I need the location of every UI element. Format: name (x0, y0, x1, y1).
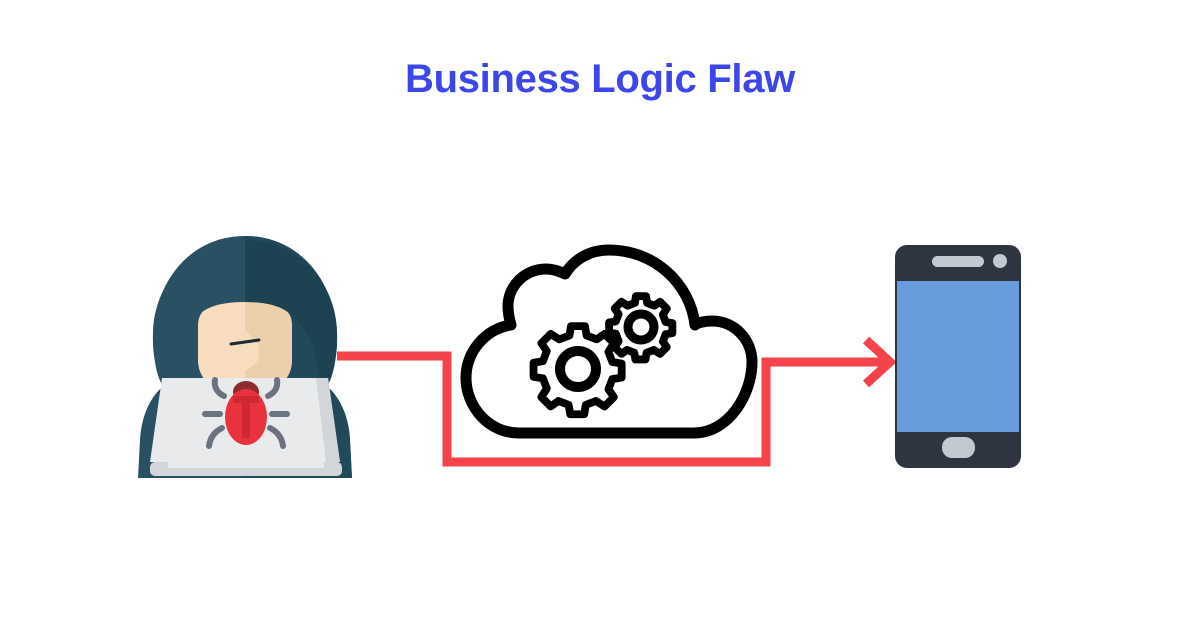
page-title: Business Logic Flaw (405, 57, 795, 101)
laptop-hinge (168, 462, 324, 468)
cloud-to-device-connector (447, 336, 897, 467)
gear-hole-small (623, 309, 659, 345)
gear-teeth-large (529, 322, 626, 419)
hacker-with-laptop (138, 236, 352, 478)
gear-icon-small (605, 292, 677, 364)
connector-path-left (337, 351, 470, 467)
face-shadow (245, 300, 292, 396)
gear-icon-large (529, 322, 626, 419)
bug-legs (202, 377, 290, 449)
phone-home-button (942, 437, 975, 458)
arrow-right-icon (862, 336, 897, 388)
connector-path-right (447, 357, 888, 467)
phone-camera-dot (993, 254, 1007, 268)
mouth-line (229, 338, 261, 346)
bug-icon (202, 377, 290, 449)
phone-screen (897, 281, 1019, 432)
laptop-screen-edge (316, 378, 340, 462)
hood-rim-right (245, 240, 338, 390)
bug-body-crossbar (233, 396, 259, 403)
cloud-application-logic (460, 244, 758, 439)
gear-teeth-small (605, 292, 677, 364)
hood-rim (152, 240, 338, 390)
bug-body-stripe (242, 396, 250, 438)
smartphone-icon (895, 245, 1021, 468)
gear-hole-large (555, 346, 601, 392)
phone-speaker (932, 256, 984, 267)
hacker-face (198, 300, 292, 396)
cloud-icon (460, 244, 758, 439)
attacker-to-cloud-connector (337, 351, 470, 467)
